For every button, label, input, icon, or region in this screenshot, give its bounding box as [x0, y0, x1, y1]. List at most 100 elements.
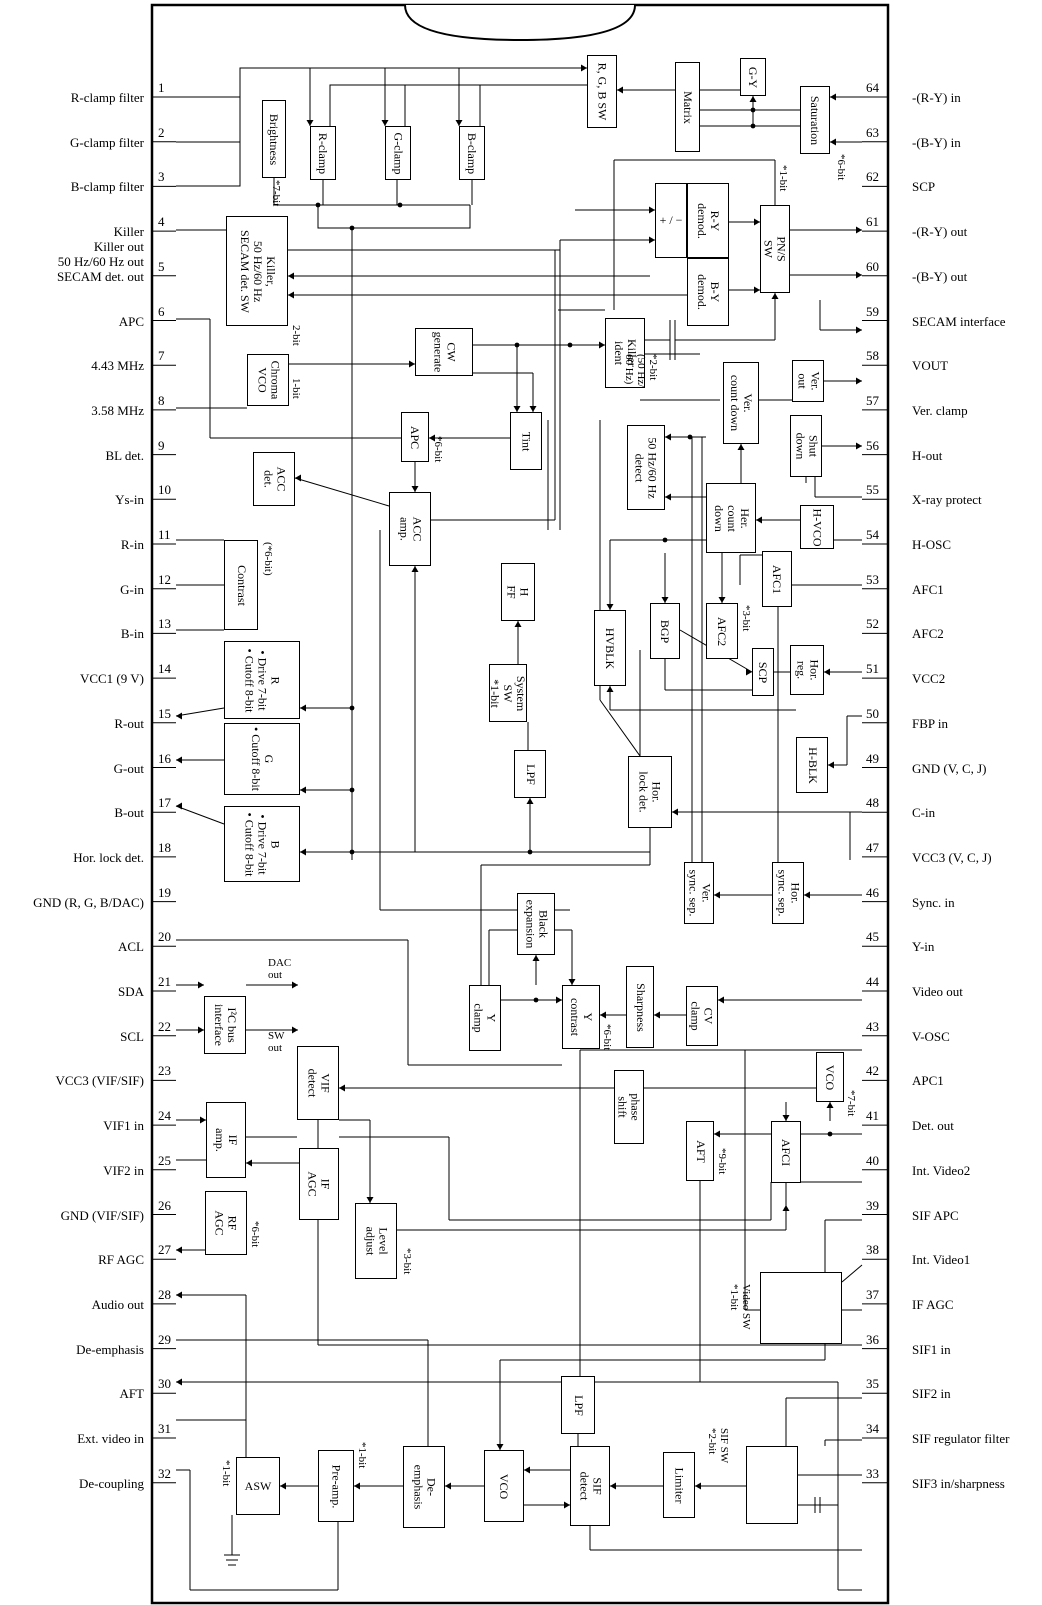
pin-number-35: 35	[866, 1376, 879, 1392]
pin-number-14: 14	[158, 661, 171, 677]
block-her-count-down: Her. count down	[706, 483, 756, 553]
pin-label-6: APC	[119, 314, 144, 329]
pin-number-24: 24	[158, 1108, 171, 1124]
block-label: Saturation	[808, 95, 823, 145]
pin-label-23: VCC3 (VIF/SIF)	[56, 1073, 145, 1088]
pin-number-53: 53	[866, 571, 879, 587]
block-label: BGP	[658, 619, 673, 643]
pin-label-9: BL det.	[105, 448, 144, 463]
pin-number-1: 1	[158, 80, 165, 95]
block-hvblk: HVBLK	[594, 610, 626, 686]
note-sw-out: SW out	[268, 1030, 285, 1054]
pin-number-28: 28	[158, 1286, 171, 1302]
pin-number-47: 47	[866, 839, 879, 855]
block-acc-amp: ACC amp.	[389, 492, 431, 566]
block-sif-detect: SIF detect	[570, 1446, 610, 1526]
pin-label-line: BL det.	[105, 447, 144, 463]
note-sat-bits: *6-bit	[835, 154, 847, 181]
pin-label-line: VIF2 in	[103, 1162, 144, 1178]
block-label: RF AGC	[213, 1210, 240, 1236]
pin-label-line: SDA	[117, 984, 144, 999]
pin-label-14: VCC1 (9 V)	[80, 671, 144, 686]
pin-number-8: 8	[158, 392, 165, 408]
pin-number-15: 15	[158, 705, 171, 721]
block-matrix: Matrix	[675, 62, 700, 152]
note-asw-bits: *1-bit	[220, 1460, 232, 1487]
pin-number-60: 60	[866, 258, 879, 274]
pin-label-12: G-in	[120, 582, 144, 597]
pin-number-3: 3	[158, 169, 165, 185]
note-aft-bits: *9-bit	[716, 1148, 728, 1175]
note-rf-bits: *6-bit	[249, 1221, 261, 1248]
pin-label-line: R-out	[114, 715, 144, 731]
block-hz-detect: 50 Hz/60 Hz detect	[627, 425, 665, 510]
block-cw-generate: CW generate	[415, 328, 473, 376]
pin-label-line: De-coupling	[79, 1475, 144, 1491]
pin-number-46: 46	[866, 884, 879, 900]
pin-label-line: R-clamp filter	[70, 90, 144, 105]
block-apc: APC	[401, 412, 429, 462]
block-label: CW generate	[430, 331, 458, 373]
note-dac-out: DAC out	[268, 957, 292, 981]
block-label: H-BLK	[805, 746, 820, 784]
block-label: APC	[408, 425, 423, 449]
block-label: I²C bus interface	[212, 1004, 239, 1046]
pin-label-37: IF AGC	[912, 1296, 954, 1312]
pin-label-line: Killer out	[93, 238, 144, 254]
pin-number-45: 45	[866, 929, 879, 945]
block-label: VCO	[823, 1064, 838, 1090]
block-label: 50 Hz/60 Hz detect	[633, 436, 661, 499]
pin-number-26: 26	[158, 1197, 171, 1213]
pin-number-38: 38	[866, 1242, 879, 1258]
block-label: H-VCO	[810, 508, 825, 546]
block-killer-ident: Killer ident	[605, 318, 645, 388]
block-label: VIF detect	[305, 1068, 332, 1098]
pin-number-33: 33	[866, 1465, 879, 1481]
pin-label-2: G-clamp filter	[70, 135, 144, 150]
pin-label-17: B-out	[114, 805, 144, 820]
block-if-agc: IF AGC	[299, 1148, 339, 1220]
pin-number-21: 21	[158, 974, 171, 989]
pin-label-line: GND (VIF/SIF)	[60, 1207, 144, 1223]
pin-label-62: SCP	[912, 179, 936, 195]
block-label: AFC2	[715, 616, 730, 646]
pin-label-30: AFT	[119, 1386, 144, 1401]
block-i2c: I²C bus interface	[204, 996, 246, 1054]
note-killer-bits: 2-bit	[290, 325, 302, 346]
block-by-demod: B-Y demod.	[687, 258, 729, 326]
block-label: R, G, B SW	[595, 62, 610, 121]
pin-label-19: GND (R, G, B/DAC)	[33, 895, 144, 910]
pin-label-line: G-out	[113, 760, 144, 776]
block-label: VCO	[497, 1473, 512, 1499]
block-label: R • Drive 7-bit • Cutoff 8-bit	[242, 648, 283, 712]
pin-label-43: V-OSC	[912, 1028, 950, 1044]
pin-label-57: Ver. clamp	[912, 402, 968, 418]
block-label: ACC det.	[261, 466, 288, 492]
block-limiter: Limiter	[663, 1452, 695, 1518]
block-ver-sync-sep: Ver. sync. sep.	[684, 862, 714, 924]
pin-label-56: H-out	[912, 447, 943, 463]
pin-number-17: 17	[158, 795, 171, 811]
pin-number-7: 7	[158, 348, 165, 364]
pin-label-line: 50 Hz/60 Hz out	[57, 253, 144, 269]
pin-label-8: 3.58 MHz	[91, 403, 144, 418]
pin-number-36: 36	[866, 1331, 879, 1347]
pin-label-20: ACL	[118, 939, 144, 954]
block-afc1-block: AFC1	[762, 551, 792, 607]
block-r-drive: R • Drive 7-bit • Cutoff 8-bit	[224, 641, 300, 719]
block-level-adjust: Level adjust	[355, 1203, 397, 1279]
block-ver-out: Ver. out	[792, 360, 824, 402]
block-label: IF AGC	[306, 1171, 333, 1197]
block-y-contrast: Y contrast	[562, 985, 600, 1049]
pin-number-58: 58	[866, 348, 879, 364]
block-label: LPF	[523, 763, 538, 785]
block-killer: Killer, 50 Hz/60 Hz SECAM det. SW	[226, 216, 288, 326]
block-r-clamp: R-clamp	[310, 126, 336, 180]
block-bgp: BGP	[650, 603, 680, 659]
block-aft-block: AFT	[686, 1121, 714, 1181]
pin-number-54: 54	[866, 527, 879, 542]
block-label: Level adjust	[362, 1226, 390, 1256]
block-afc2-block: AFC2	[706, 603, 738, 659]
pin-number-62: 62	[866, 169, 879, 185]
